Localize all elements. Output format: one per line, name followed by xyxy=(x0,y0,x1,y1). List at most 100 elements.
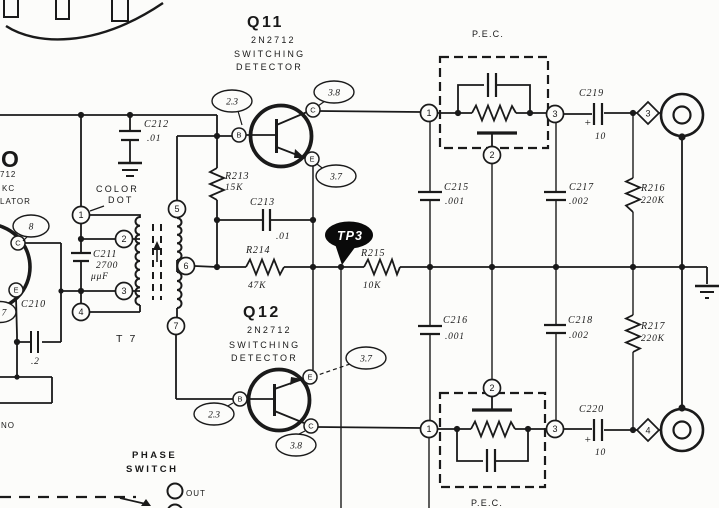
osc-partial-line1: 712 xyxy=(0,170,16,179)
ground-symbols xyxy=(118,161,719,299)
q12-ve-callout: 3.7 xyxy=(345,346,387,370)
c210-ref: C210 xyxy=(21,299,46,310)
c220-ref: C220 xyxy=(579,404,604,415)
r215-ref: R215 xyxy=(360,248,385,259)
tp3-label: TP3 xyxy=(337,229,363,243)
terminal-circles: 1 2 3 4 5 6 7 1 3 2 1 3 2 xyxy=(71,103,565,439)
c212-ref: C212 xyxy=(144,119,169,130)
pec-top-inner-resistor xyxy=(471,103,517,123)
r214-value: 47K xyxy=(248,281,266,291)
pec-bottom-inner-capacitor xyxy=(485,449,497,472)
c219-polarity: + xyxy=(584,117,592,129)
q11-collector-pin: C xyxy=(305,102,321,118)
c220-capacitor xyxy=(592,419,604,441)
t7-terminal-6: 6 xyxy=(176,256,196,276)
phase-label1: PHASE xyxy=(132,450,177,461)
capacitor-symbols xyxy=(30,73,604,472)
jack4-number: 4 xyxy=(645,426,650,436)
t7-core-dashed xyxy=(152,224,162,300)
t7-tuning-arrow xyxy=(153,241,161,262)
osc-partial-line2: KC xyxy=(2,184,15,193)
r213-ref: R213 xyxy=(224,171,249,182)
color-dot-label2: DOT xyxy=(108,195,134,205)
phase-switch-arrow xyxy=(141,499,151,506)
color-dot-label1: COLOR xyxy=(96,184,139,194)
q11-vb-callout: 2.3 xyxy=(211,89,253,113)
pec-top-terminal-1: 1 xyxy=(419,103,439,123)
t7-right-winding-lower xyxy=(176,271,183,309)
q12-ref: Q12 xyxy=(243,304,281,321)
t7-transformer xyxy=(134,216,183,309)
c216-ref: C216 xyxy=(443,315,468,326)
q11-ve-callout: 3.7 xyxy=(315,164,357,188)
pec-bottom-box xyxy=(438,391,547,489)
q12-collector-pin: C xyxy=(303,418,319,434)
r216-value: 220K xyxy=(641,196,665,206)
t7-terminal-1: 1 xyxy=(71,205,91,225)
c212-value: .01 xyxy=(147,134,161,144)
pec-bottom-terminal-2: 2 xyxy=(482,378,502,398)
left-transistor-collector-pin-label: C xyxy=(15,239,21,248)
q11-emitter-arrow xyxy=(294,149,305,158)
left-transistor-v1-callout: 8 xyxy=(12,214,50,238)
c219-value: 10 xyxy=(595,132,606,142)
q11-base-pin-label: B xyxy=(236,131,241,140)
left-transistor-emitter-pin-label: E xyxy=(13,286,18,295)
q12-collector-pin-label: C xyxy=(308,422,314,431)
c211-capacitor xyxy=(71,251,91,263)
q12-emitter-pin-label: E xyxy=(307,373,312,382)
t7-right-winding-upper xyxy=(176,217,183,261)
c217-capacitor xyxy=(544,190,566,202)
pec-top-terminal-3: 3 xyxy=(545,104,565,124)
q12-vb-value: 2.3 xyxy=(208,411,220,421)
r214-ref: R214 xyxy=(245,245,270,256)
c216-capacitor xyxy=(418,324,442,336)
phase-switch xyxy=(0,482,184,508)
r213-value: 15K xyxy=(225,183,243,193)
t7-terminal-2-label: 2 xyxy=(121,234,126,244)
t7-terminal-4-label: 4 xyxy=(78,307,83,317)
r216-resistor xyxy=(623,177,643,213)
c219-capacitor xyxy=(592,103,604,125)
pec-top-terminal-2: 2 xyxy=(482,145,502,165)
c210-capacitor xyxy=(30,331,39,353)
left-transistor-v1-value: 8 xyxy=(29,223,34,233)
t7-terminal-5-label: 5 xyxy=(174,204,179,214)
c218-value: .002 xyxy=(569,331,589,341)
r215-resistor xyxy=(363,256,401,278)
left-transistor-v2-callout: 7 xyxy=(0,300,17,324)
pec-bottom-inner-resistor xyxy=(470,419,516,439)
c210-value: .2 xyxy=(31,357,40,367)
q12-part: 2N2712 xyxy=(247,325,292,335)
r215-value: 10K xyxy=(363,281,381,291)
q12-vc-value: 3.8 xyxy=(289,442,302,452)
c211-ref: C211 xyxy=(93,249,117,260)
phase-switch-second-contact xyxy=(167,503,183,508)
c211-value: 2700 xyxy=(96,261,118,271)
t7-terminal-1-label: 1 xyxy=(78,210,83,220)
q12-role1: SWITCHING xyxy=(229,340,300,350)
q11-role2: DETECTOR xyxy=(236,62,303,72)
q12-vc-callout: 3.8 xyxy=(275,433,317,457)
q11-ref: Q11 xyxy=(247,14,284,31)
c218-ref: C218 xyxy=(568,315,593,326)
c213-ref: C213 xyxy=(250,197,275,208)
left-transistor-collector-pin: C xyxy=(10,235,26,251)
pec-bottom-terminal-1-label: 1 xyxy=(426,424,431,434)
c215-capacitor xyxy=(418,190,442,202)
t7-terminal-3-label: 3 xyxy=(121,286,126,296)
q11-vc-callout: 3.8 xyxy=(313,80,355,104)
jack4-connector-inner xyxy=(672,420,692,440)
q11-ve-value: 3.7 xyxy=(329,173,343,183)
pec-top-terminal-2-label: 2 xyxy=(489,150,494,160)
pec-top-label: P.E.C. xyxy=(472,29,504,39)
q11-emitter-pin-label: E xyxy=(309,155,314,164)
q11-role1: SWITCHING xyxy=(234,49,305,59)
pec-bottom-label: P.E.C. xyxy=(471,498,503,508)
voltage-callouts: 2.3 3.8 3.7 2.3 3.7 3.8 8 7 xyxy=(0,80,387,457)
partial-no-label: NO xyxy=(1,421,15,430)
phase-out-label: OUT xyxy=(186,489,206,498)
t7-label: T 7 xyxy=(116,333,138,345)
tube-base-partial xyxy=(3,0,164,41)
